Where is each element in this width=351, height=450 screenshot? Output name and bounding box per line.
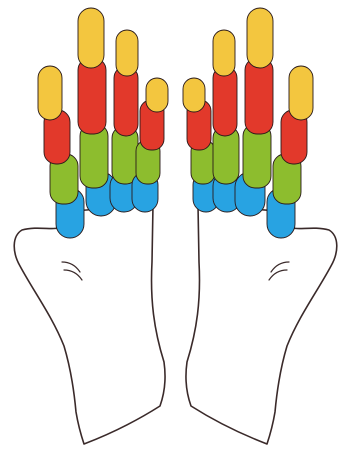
left-middle-distal <box>114 66 138 136</box>
left-ring-tip <box>78 8 104 68</box>
left-hand-palm <box>14 205 165 444</box>
right-index-tip <box>183 78 205 112</box>
left-ring-distal <box>78 58 106 134</box>
left-little-tip <box>38 66 62 120</box>
right-hand <box>183 8 337 444</box>
right-little-tip <box>289 66 313 120</box>
left-little-finger <box>38 66 84 238</box>
right-middle-distal <box>213 66 237 136</box>
right-ring-distal <box>245 58 273 134</box>
right-ring-finger <box>235 8 273 216</box>
left-index-tip <box>146 78 168 112</box>
right-middle-tip <box>213 30 235 76</box>
right-ring-tip <box>247 8 273 68</box>
right-hand-palm <box>186 205 337 444</box>
right-little-finger <box>267 66 313 238</box>
left-middle-tip <box>116 30 138 76</box>
left-hand <box>14 8 168 444</box>
